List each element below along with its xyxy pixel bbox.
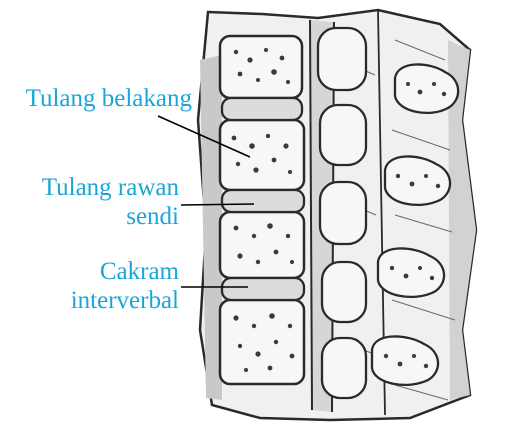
spinal-foramina — [316, 26, 368, 400]
bone-spots — [231, 48, 295, 372]
shadow-strip-right — [448, 40, 476, 400]
vertebral-bodies — [218, 34, 306, 386]
label-line: interverbal — [70, 287, 179, 314]
label-line: Tulang rawan — [41, 174, 179, 201]
vertebra-4 — [218, 298, 306, 386]
label-cakram-interverbal: Cakram interverbal — [71, 257, 179, 315]
disc-2 — [220, 188, 306, 214]
vertebra-2 — [218, 118, 306, 192]
process-spots — [383, 82, 447, 369]
disc-3 — [220, 276, 306, 302]
disc-1 — [220, 96, 304, 122]
column-line-1 — [309, 19, 313, 411]
leader-cartilage — [180, 203, 255, 206]
leader-vertebra — [157, 115, 251, 158]
label-line: Tulang belakang — [25, 85, 192, 112]
label-line: Cakram — [99, 258, 179, 285]
label-tulang-rawan-sendi: Tulang rawan sendi — [42, 173, 179, 231]
vertebra-1 — [218, 34, 304, 100]
vertebra-3 — [218, 210, 306, 280]
label-line: sendi — [126, 203, 179, 230]
spinous-processes — [370, 63, 460, 387]
label-tulang-belakang: Tulang belakang — [26, 84, 192, 113]
intervertebral-discs — [220, 96, 306, 302]
